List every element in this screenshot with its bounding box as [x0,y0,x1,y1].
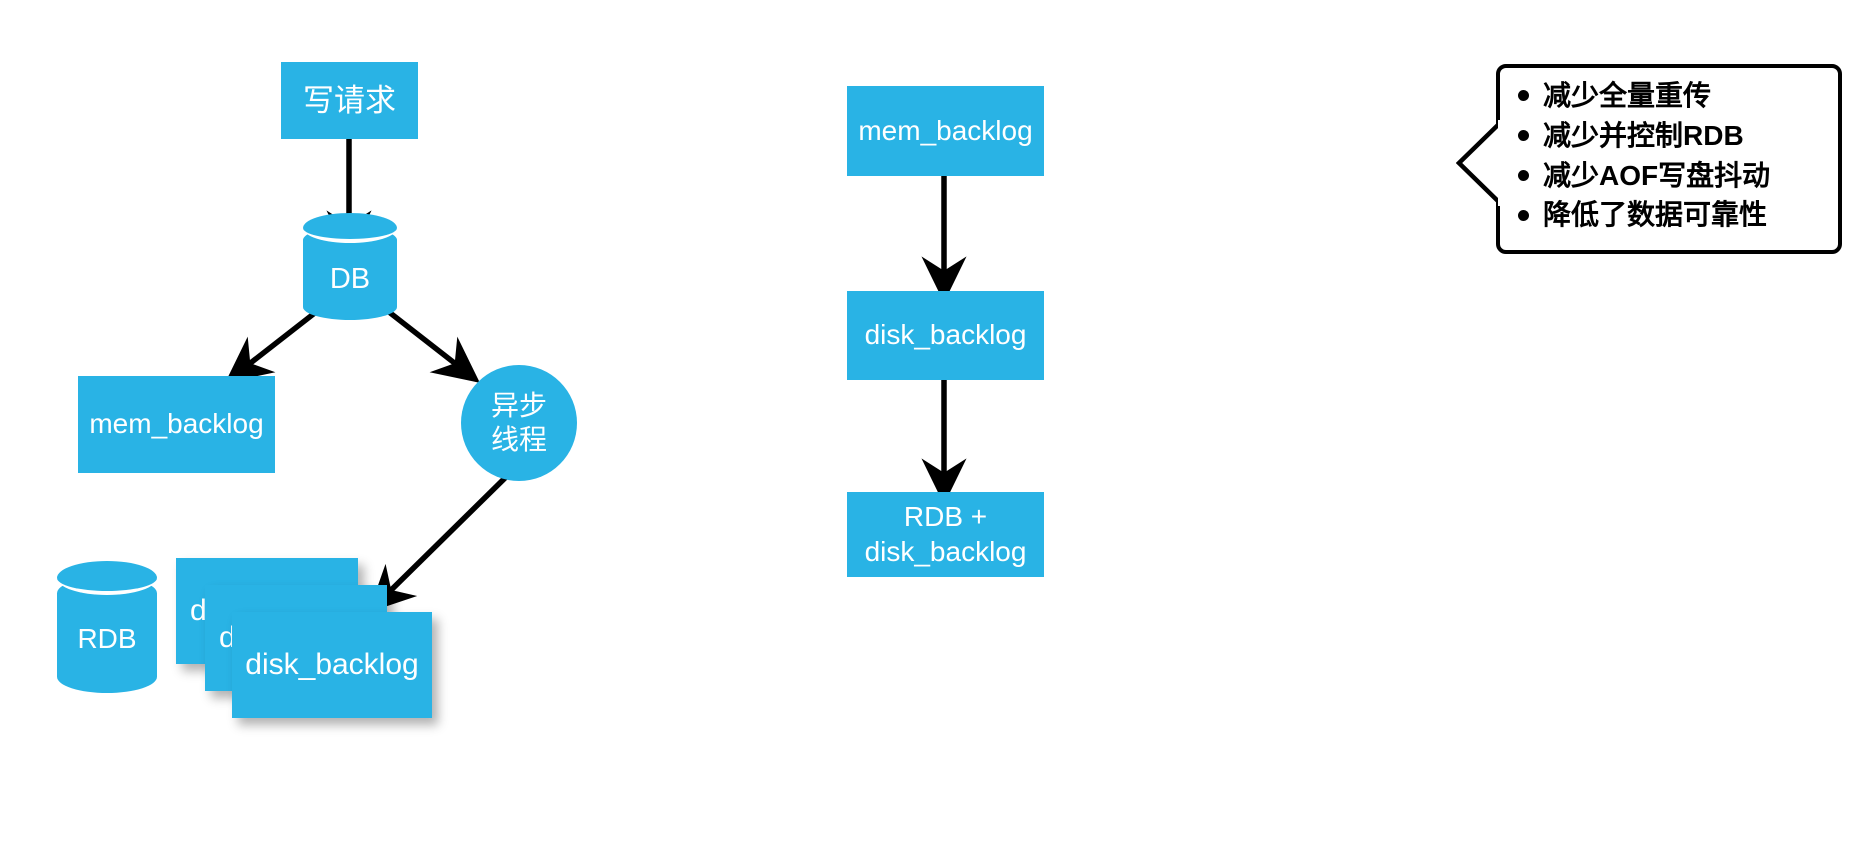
node-disk-backlog-card-front[interactable]: disk_backlog [232,612,432,718]
callout-item: 降低了数据可靠性 [1518,195,1838,235]
bullet-icon [1518,130,1529,142]
rdb-cylinder-body [57,577,157,693]
callout-item-label: 减少并控制RDB [1543,119,1744,151]
callout-item: 减少并控制RDB [1518,116,1838,156]
callout-item: 减少全量重传 [1518,76,1838,116]
callout-box: 减少全量重传 减少并控制RDB 减少AOF写盘抖动 降低了数据可靠性 [1456,64,1842,254]
db-cylinder-top [303,213,397,243]
node-db-cylinder[interactable]: DB [303,213,397,320]
node-mem-backlog-left[interactable]: mem_backlog [78,376,275,473]
node-disk-backlog-right[interactable]: disk_backlog [847,291,1044,380]
arrow-async-thread-to-disk-backlog [368,475,508,613]
bullet-icon [1518,209,1529,221]
node-async-thread[interactable]: 异步 线程 [461,365,577,481]
callout-item-label: 减少AOF写盘抖动 [1543,159,1771,191]
callout-item: 减少AOF写盘抖动 [1518,156,1838,196]
node-db-label: DB [329,263,371,295]
bullet-icon [1518,169,1529,181]
node-write-request[interactable]: 写请求 [281,62,418,139]
node-rdb-label: RDB [77,623,137,654]
arrow-db-to-mem-backlog [225,309,318,383]
node-rdb-plus-disk-backlog[interactable]: RDB + disk_backlog [847,492,1044,577]
node-rdb-cylinder[interactable]: RDB [57,561,157,693]
bullet-icon [1518,90,1529,102]
callout-item-label: 减少全量重传 [1543,80,1712,111]
callout-list: 减少全量重传 减少并控制RDB 减少AOF写盘抖动 降低了数据可靠性 [1500,68,1838,235]
callout-tail-icon [1456,120,1502,206]
callout-item-label: 降低了数据可靠性 [1543,199,1768,231]
node-mem-backlog-right[interactable]: mem_backlog [847,86,1044,176]
arrow-db-to-async-thread [387,309,480,383]
rdb-cylinder-top [57,561,157,595]
